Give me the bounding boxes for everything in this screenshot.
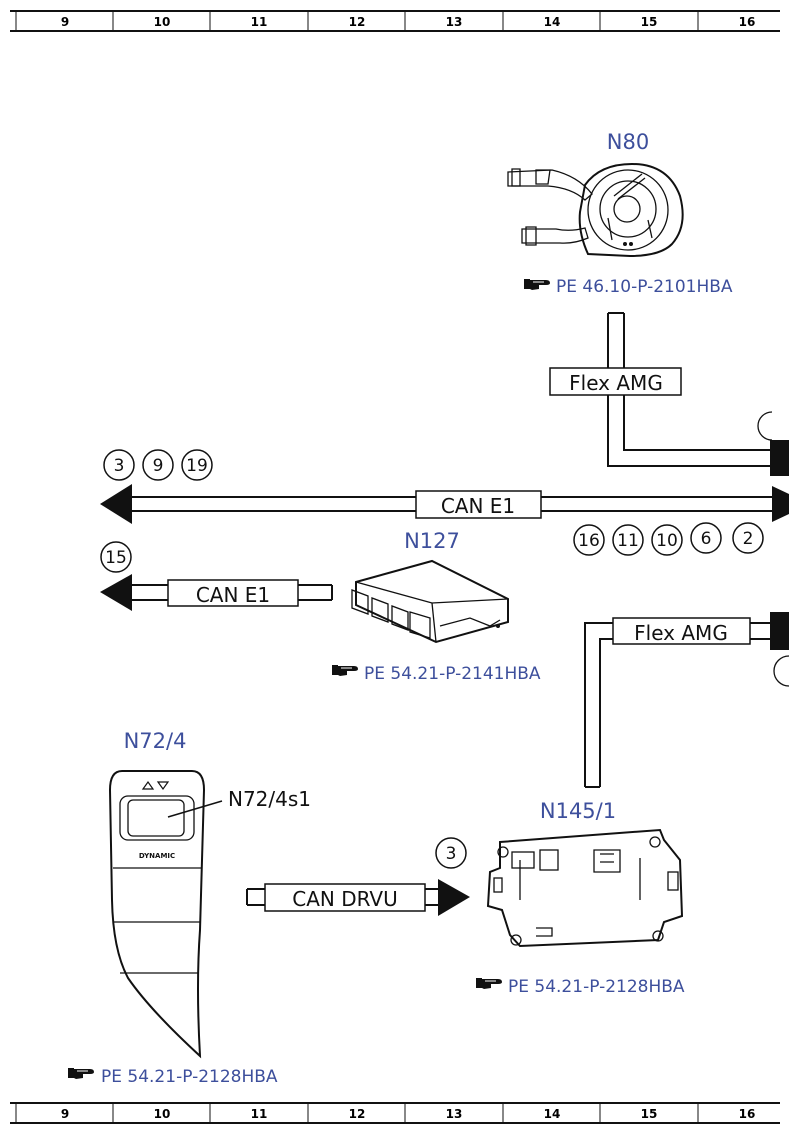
pointing-hand-icon [476, 978, 502, 989]
bus-can-e1-lower: CAN E1 15 [100, 541, 333, 611]
bus-label-can-e1-lower: CAN E1 [196, 583, 270, 607]
ref-circle-label: 11 [617, 531, 639, 551]
circuit-board-illustration [486, 828, 684, 948]
pointing-hand-icon [524, 279, 550, 290]
ruler-number: 11 [251, 15, 268, 29]
component-n145-1: N145/1 PE 54.21-P-2128HBA [476, 799, 685, 997]
ref-circle-label: 2 [743, 529, 754, 549]
switch-button-text: DYNAMIC [139, 852, 175, 860]
pointing-hand-icon [68, 1068, 94, 1079]
bus-can-e1-main: CAN E1 [100, 484, 789, 524]
bus-flex-amg-top: Flex AMG [549, 312, 789, 476]
ruler-number: 9 [61, 1107, 69, 1121]
component-reference-n80: PE 46.10-P-2101HBA [556, 277, 733, 297]
ref-circle-label: 19 [186, 456, 208, 476]
ruler-number: 11 [251, 1107, 268, 1121]
ruler-number: 12 [349, 1107, 366, 1121]
bus-label-flex-amg-top: Flex AMG [569, 371, 663, 395]
ref-circles-left-main: 3 9 19 [103, 449, 213, 481]
ruler-number: 10 [154, 15, 171, 29]
ref-circle-label: 3 [446, 844, 457, 864]
switch-panel-illustration: DYNAMIC [108, 770, 206, 1059]
control-unit-illustration [351, 559, 509, 644]
bus-label-can-e1-main: CAN E1 [441, 494, 515, 518]
sub-component-label-n72-4s1: N72/4s1 [228, 787, 311, 811]
bus-label-flex-amg-mid: Flex AMG [634, 621, 728, 645]
ruler-number: 15 [641, 1107, 658, 1121]
arrowhead-left [100, 484, 132, 524]
bottom-ruler: 9 10 11 12 13 14 15 16 [10, 1102, 780, 1124]
ruler-number: 13 [446, 1107, 463, 1121]
bus-flex-amg-mid: Flex AMG [584, 612, 789, 788]
component-label-n72-4: N72/4 [124, 729, 187, 753]
ref-circle-label: 16 [578, 531, 600, 551]
ruler-number: 14 [544, 15, 561, 29]
ref-circle-label: 15 [105, 548, 127, 568]
component-label-n127: N127 [404, 529, 460, 553]
ruler-number: 12 [349, 15, 366, 29]
component-reference-n145-1: PE 54.21-P-2128HBA [508, 977, 685, 997]
ref-circle-label: 9 [153, 456, 164, 476]
ruler-number: 10 [154, 1107, 171, 1121]
arrowhead-right [772, 486, 789, 522]
ruler-number: 16 [739, 1107, 756, 1121]
ref-circles-right-main: 16 11 10 6 2 [573, 522, 764, 556]
component-label-n80: N80 [607, 130, 649, 154]
ruler-number: 9 [61, 15, 69, 29]
arrowhead-right [438, 879, 470, 916]
steering-column-module-illustration [507, 162, 684, 258]
bus-label-can-drvu: CAN DRVU [292, 887, 398, 911]
ref-circle-label: 3 [114, 456, 125, 476]
ruler-number: 16 [739, 15, 756, 29]
component-label-n145-1: N145/1 [540, 799, 616, 823]
pointing-hand-icon [332, 665, 358, 676]
bus-can-drvu: CAN DRVU 3 [246, 837, 470, 916]
component-n127: N127 PE 54.21-P-2141HBA [332, 529, 541, 684]
arrowhead-left [100, 574, 132, 611]
ref-circle-label: 10 [656, 531, 678, 551]
ruler-number: 14 [544, 1107, 561, 1121]
component-reference-n72-4: PE 54.21-P-2128HBA [101, 1067, 278, 1087]
component-n72-4: N72/4 DYNAMIC N72/4s1 PE 54.21-P-2128HBA [68, 729, 311, 1087]
ruler-number: 13 [446, 15, 463, 29]
component-n80: N80 PE 46.10-P-2101HBA [507, 130, 733, 297]
ruler-number: 15 [641, 15, 658, 29]
top-ruler: 9 10 11 12 13 14 15 16 [10, 10, 780, 32]
ref-circle-label: 6 [701, 529, 712, 549]
component-reference-n127: PE 54.21-P-2141HBA [364, 664, 541, 684]
